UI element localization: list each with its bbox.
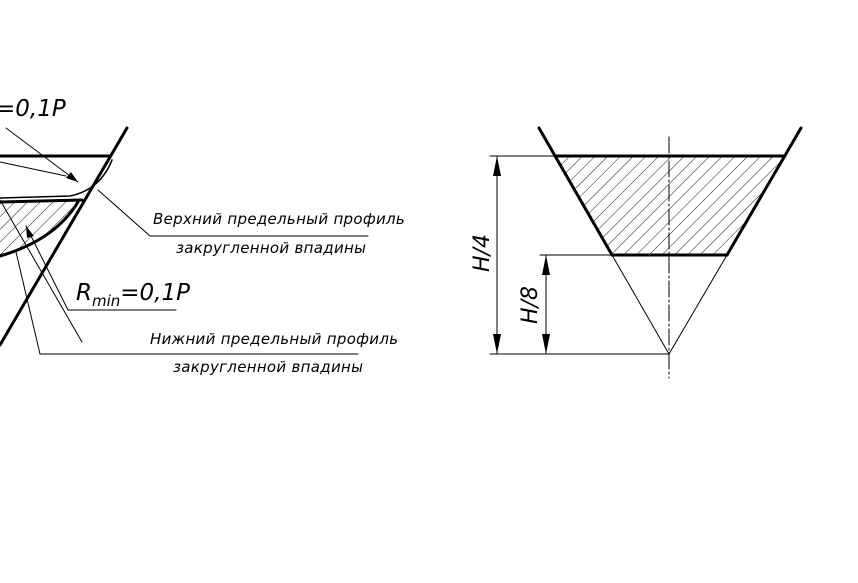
top-formula-label: =0,1P: [0, 96, 66, 122]
leader-top-arrow: [66, 172, 78, 182]
upper-profile-line2: закругленной впадины: [176, 239, 366, 257]
dim-eighth-arrow-bottom: [542, 334, 550, 354]
right-hatched-trapezoid: [555, 156, 785, 255]
leader-upper-profile: [97, 189, 369, 237]
leader-lower-profile: [15, 251, 359, 355]
right-flank-right: [725, 126, 803, 257]
right-view: H/4 H/8: [470, 126, 803, 379]
lower-profile-top-edge: [0, 198, 84, 204]
dim-quarter-arrow-top: [493, 156, 501, 176]
rmin-label: Rmin=0,1P: [76, 280, 190, 310]
right-thin-left: [611, 254, 670, 355]
dim-eighth-arrow-top: [542, 255, 550, 275]
rmin-symbol: R: [76, 280, 92, 306]
left-flank-thin: [0, 161, 67, 177]
left-flank-thin-2: [0, 199, 83, 343]
dim-quarter-label: H/4: [470, 234, 495, 272]
lower-profile-line1: Нижний предельный профиль: [150, 330, 398, 348]
leader-rmin: [25, 225, 177, 311]
dim-quarter-arrow-bottom: [493, 334, 501, 354]
lower-profile-curve: [0, 200, 80, 258]
lower-profile-line2: закругленной впадины: [173, 358, 363, 376]
left-flank-thick: [0, 126, 129, 347]
leader-rmin-arrow: [26, 226, 34, 238]
leader-top-formula: [5, 127, 79, 183]
left-view: =0,1P Верхний предельный профиль закругл…: [0, 96, 405, 376]
left-hatched-region: [0, 200, 80, 258]
dim-eighth-label: H/8: [518, 286, 543, 324]
rmin-subscript: min: [92, 292, 120, 310]
rmin-value: =0,1P: [120, 280, 190, 306]
right-thin-right: [668, 254, 728, 355]
right-flank-left: [537, 126, 614, 257]
upper-profile-line1: Верхний предельный профиль: [153, 210, 405, 228]
